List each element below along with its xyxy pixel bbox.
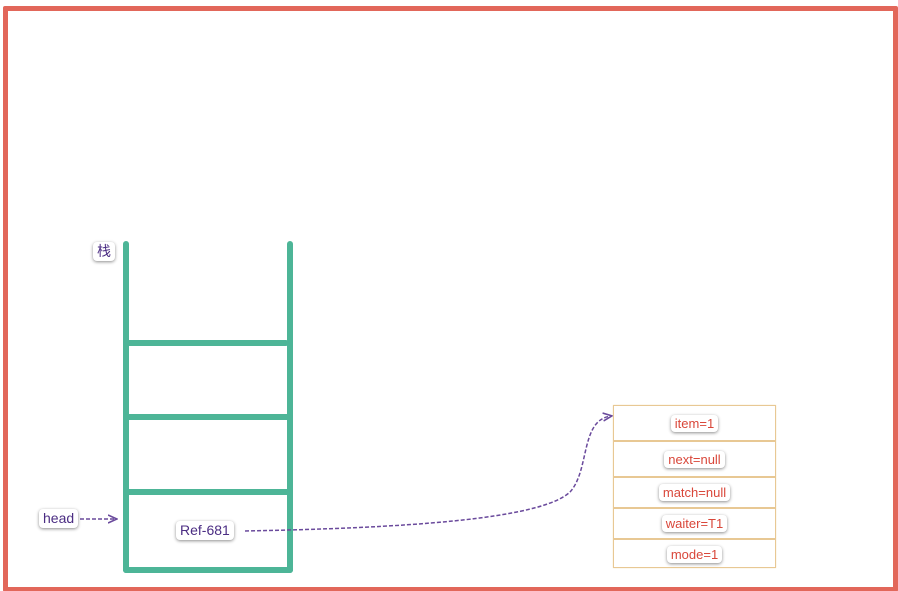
stack-label: 栈: [93, 242, 115, 261]
ref-arrow: [244, 416, 611, 532]
node-field-item: item=1: [614, 406, 775, 442]
stack-structure: [123, 241, 293, 573]
field-text: waiter=T1: [661, 515, 728, 532]
node-field-waiter: waiter=T1: [614, 509, 775, 540]
field-text: item=1: [670, 414, 719, 432]
node-field-mode: mode=1: [614, 540, 775, 569]
field-text: next=null: [664, 450, 725, 468]
field-text: match=null: [658, 484, 731, 501]
stack-slot-ref: Ref-681: [176, 521, 234, 540]
outer-frame: [3, 6, 898, 591]
head-label: head: [39, 509, 79, 528]
node-object: item=1 next=null match=null waiter=T1 mo…: [613, 405, 776, 568]
node-field-match: match=null: [614, 478, 775, 509]
field-text: mode=1: [666, 546, 723, 563]
node-field-next: next=null: [614, 442, 775, 478]
